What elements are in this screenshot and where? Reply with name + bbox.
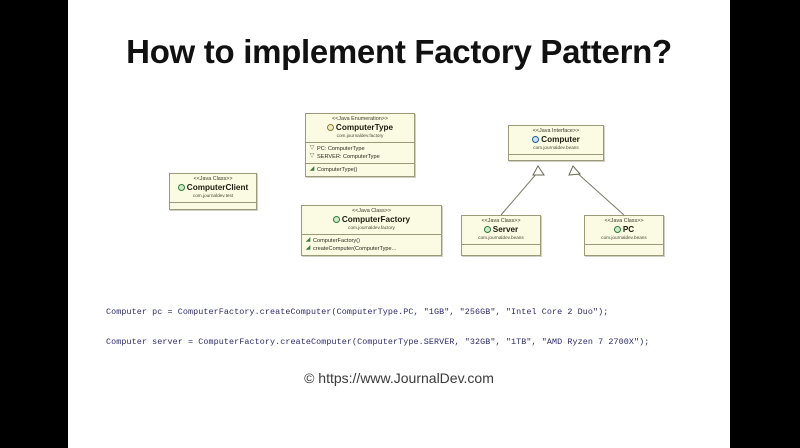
uml-header: <<Java Enumeration>> ComputerType com.jo… bbox=[306, 114, 414, 142]
code-line-pc: Computer pc = ComputerFactory.createComp… bbox=[106, 307, 609, 317]
slide-canvas: How to implement Factory Pattern? <<Java… bbox=[68, 0, 730, 448]
uml-method[interactable]: ◢ ComputerType() bbox=[309, 166, 411, 174]
uml-package: com.journaldev.beans bbox=[601, 235, 647, 241]
class-icon bbox=[332, 216, 340, 224]
uml-package: com.journaldev.beans bbox=[478, 235, 524, 241]
uml-method-label: ComputerFactory() bbox=[313, 237, 360, 244]
uml-header: <<Java Interface>> Computer com.journald… bbox=[509, 126, 603, 154]
letterbox-bar-right bbox=[730, 0, 800, 448]
uml-name-row: ComputerType bbox=[308, 123, 412, 132]
uml-header: <<Java Class>> ComputerClient com.journa… bbox=[170, 174, 256, 202]
uml-field[interactable]: ▽ SERVER: ComputerType bbox=[309, 153, 411, 161]
uml-stereotype: <<Java Enumeration>> bbox=[331, 116, 389, 122]
field-icon: ▽ bbox=[309, 153, 315, 160]
uml-name-row: ComputerFactory bbox=[304, 215, 439, 224]
uml-stereotype: <<Java Class>> bbox=[604, 218, 644, 224]
uml-methods-section: ◢ ComputerType() bbox=[306, 162, 414, 176]
interface-icon bbox=[532, 136, 540, 144]
code-line-server: Computer server = ComputerFactory.create… bbox=[106, 337, 650, 347]
method-icon: ◢ bbox=[309, 166, 315, 173]
realization-arrowhead-server bbox=[532, 165, 545, 176]
uml-field[interactable]: ▽ PC: ComputerType bbox=[309, 145, 411, 153]
uml-stereotype: <<Java Class>> bbox=[481, 218, 521, 224]
uml-class-name: PC bbox=[622, 225, 635, 235]
uml-class-name: ComputerClient bbox=[186, 183, 249, 193]
uml-header: <<Java Class>> ComputerFactory com.journ… bbox=[302, 206, 441, 234]
uml-empty-section bbox=[462, 243, 540, 255]
uml-methods-section: ◢ ComputerFactory() ◢ createComputer(Com… bbox=[302, 233, 441, 255]
uml-interface-computer[interactable]: <<Java Interface>> Computer com.journald… bbox=[508, 125, 604, 161]
uml-class-name: Server bbox=[492, 225, 519, 235]
uml-stereotype: <<Java Interface>> bbox=[532, 128, 580, 134]
letterbox-bar-left bbox=[0, 0, 68, 448]
uml-class-computer-type[interactable]: <<Java Enumeration>> ComputerType com.jo… bbox=[305, 113, 415, 177]
uml-package: com.journaldev.factory bbox=[336, 133, 384, 139]
uml-class-name: Computer bbox=[541, 135, 580, 145]
realization-arrowhead-pc bbox=[568, 165, 582, 176]
uml-class-computer-client[interactable]: <<Java Class>> ComputerClient com.journa… bbox=[169, 173, 257, 210]
uml-name-row: Server bbox=[464, 225, 538, 234]
uml-name-row: ComputerClient bbox=[172, 183, 254, 192]
uml-package: com.journaldev.factory bbox=[348, 225, 395, 231]
uml-field-label: PC: ComputerType bbox=[317, 145, 365, 152]
class-icon bbox=[483, 226, 491, 234]
method-icon: ◢ bbox=[305, 245, 311, 252]
uml-stereotype: <<Java Class>> bbox=[352, 208, 391, 214]
uml-name-row: PC bbox=[587, 225, 661, 234]
uml-header: <<Java Class>> Server com.journaldev.bea… bbox=[462, 216, 540, 244]
method-icon: ◢ bbox=[305, 237, 311, 244]
uml-empty-section bbox=[585, 243, 663, 255]
footer-attribution: © https://www.JournalDev.com bbox=[304, 370, 494, 386]
uml-stereotype: <<Java Class>> bbox=[193, 176, 233, 182]
uml-name-row: Computer bbox=[511, 135, 601, 144]
uml-class-name: ComputerFactory bbox=[341, 215, 411, 225]
class-icon bbox=[177, 184, 185, 192]
uml-package: com.journaldev.beans bbox=[533, 145, 579, 151]
uml-class-name: ComputerType bbox=[335, 123, 394, 133]
enum-icon bbox=[326, 124, 334, 132]
uml-method[interactable]: ◢ ComputerFactory() bbox=[305, 237, 438, 245]
uml-empty-section bbox=[170, 201, 256, 209]
uml-class-pc[interactable]: <<Java Class>> PC com.journaldev.beans bbox=[584, 215, 664, 256]
uml-class-server[interactable]: <<Java Class>> Server com.journaldev.bea… bbox=[461, 215, 541, 256]
class-icon bbox=[613, 226, 621, 234]
uml-field-label: SERVER: ComputerType bbox=[317, 153, 380, 160]
uml-method-label: createComputer(ComputerType... bbox=[313, 245, 397, 252]
uml-fields-section: ▽ PC: ComputerType ▽ SERVER: ComputerTyp… bbox=[306, 141, 414, 163]
uml-method[interactable]: ◢ createComputer(ComputerType... bbox=[305, 245, 438, 253]
uml-header: <<Java Class>> PC com.journaldev.beans bbox=[585, 216, 663, 244]
realization-line-server bbox=[500, 171, 539, 216]
uml-class-computer-factory[interactable]: <<Java Class>> ComputerFactory com.journ… bbox=[301, 205, 442, 256]
uml-method-label: ComputerType() bbox=[317, 166, 358, 173]
page-title: How to implement Factory Pattern? bbox=[126, 33, 672, 70]
uml-package: com.journaldev.test bbox=[192, 193, 234, 199]
realization-line-pc bbox=[575, 171, 625, 216]
uml-empty-section bbox=[509, 153, 603, 160]
field-icon: ▽ bbox=[309, 145, 315, 152]
